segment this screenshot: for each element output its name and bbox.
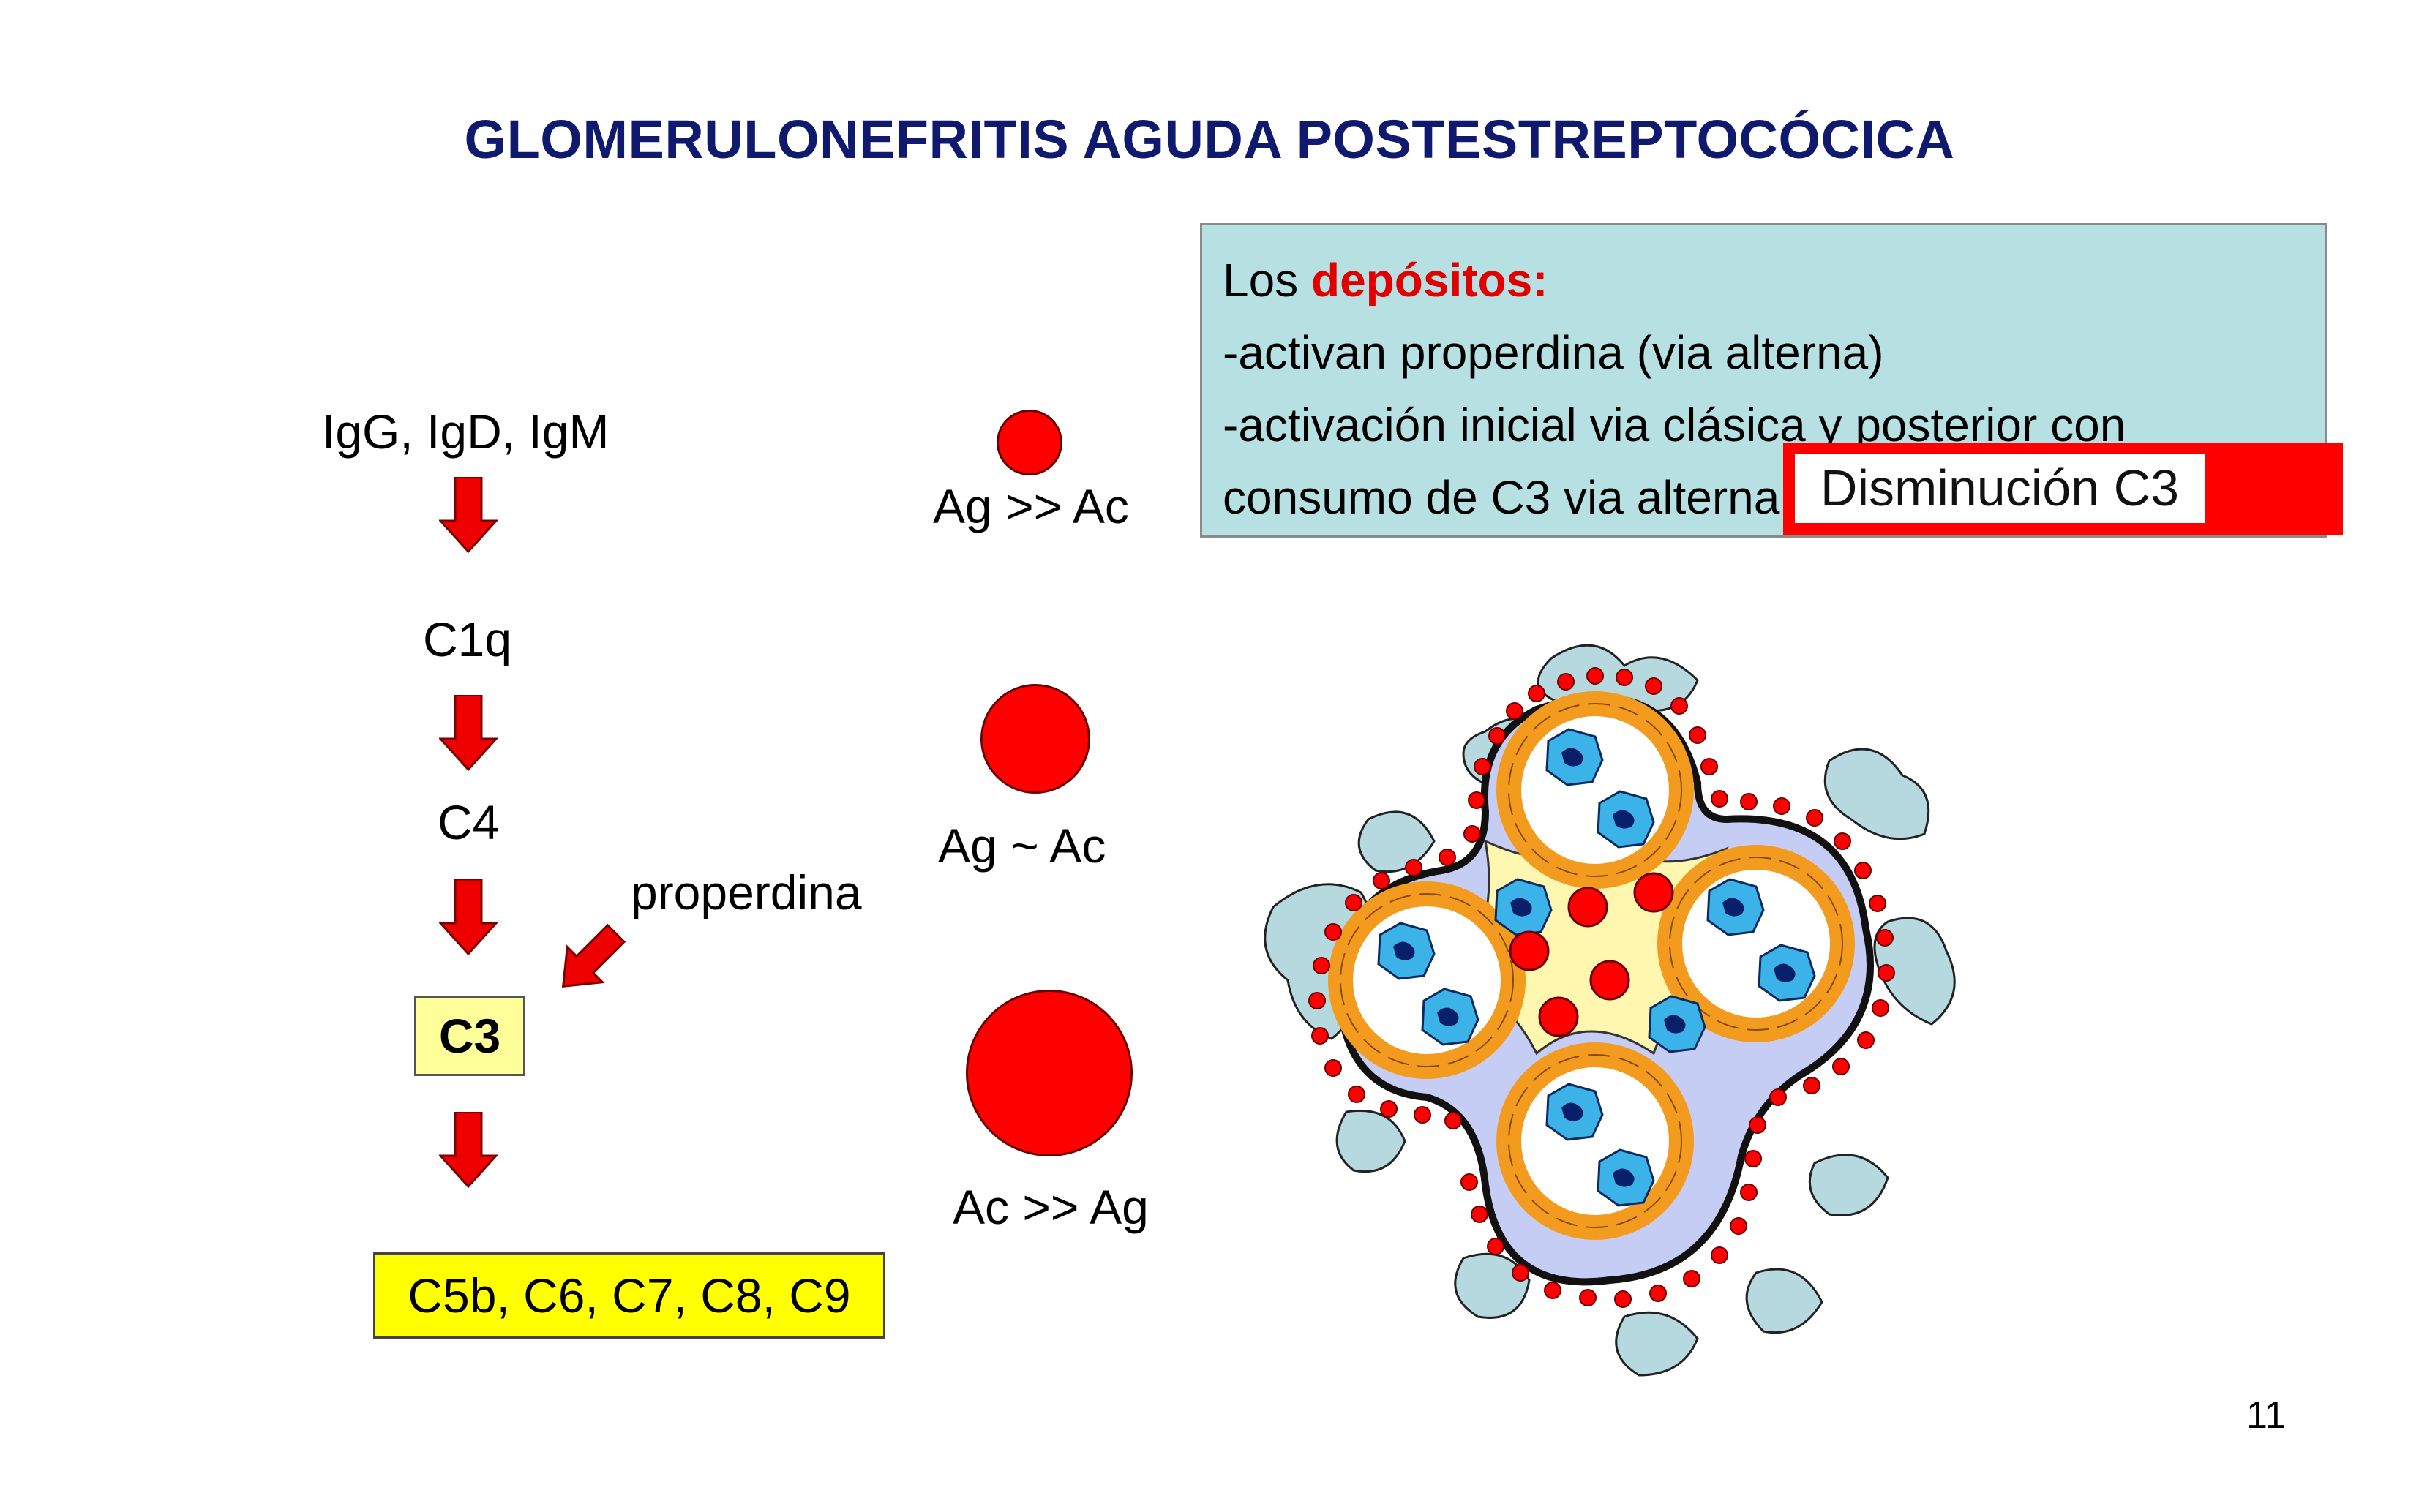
diagonal-arrow-icon (561, 923, 626, 988)
small-complex-label: Ag >> Ac (933, 479, 1129, 533)
c3-decrease-band: Disminución C3 (1783, 443, 2343, 535)
membrane-attack-complex-box: C5b, C6, C7, C8, C9 (373, 1252, 885, 1339)
large-complex-circle (966, 990, 1133, 1156)
glomerulus-illustration (1264, 644, 1956, 1377)
cascade-c1q: C1q (423, 612, 512, 666)
page-title: GLOMERULONEFRITIS AGUDA POSTESTREPTOCÓCI… (464, 109, 1955, 170)
info-highlight: depósitos: (1310, 254, 1548, 306)
down-arrow-icon (439, 695, 498, 771)
medium-complex-circle (980, 684, 1090, 794)
down-arrow-icon (439, 879, 498, 955)
info-line-1: Los depósitos: (1223, 244, 2304, 317)
properdina-label: properdina (631, 865, 862, 919)
info-line-3: -activación inicial via clásica y poster… (1223, 399, 2126, 451)
large-complex-label: Ac >> Ag (953, 1180, 1149, 1234)
c3-box: C3 (414, 996, 525, 1076)
down-arrow-icon (439, 1112, 498, 1188)
deposits-info-box: Los depósitos: -activan properdina (via … (1200, 223, 2327, 538)
medium-complex-label: Ag ~ Ac (938, 819, 1106, 873)
info-line-4: consumo de C3 via alterna (1223, 471, 1780, 524)
cascade-immunoglobulins: IgG, IgD, IgM (322, 405, 610, 459)
cascade-c4: C4 (438, 795, 500, 849)
c3-decrease-label: Disminución C3 (1795, 454, 2205, 523)
subepithelial-deposits (1308, 667, 1895, 1308)
info-line-2: -activan properdina (via alterna) (1223, 326, 1884, 379)
mesangial-deposits (1509, 872, 1674, 1037)
info-intro: Los (1223, 254, 1311, 306)
down-arrow-icon (439, 477, 498, 553)
small-complex-circle (997, 410, 1062, 475)
page-number: 11 (2246, 1394, 2286, 1437)
